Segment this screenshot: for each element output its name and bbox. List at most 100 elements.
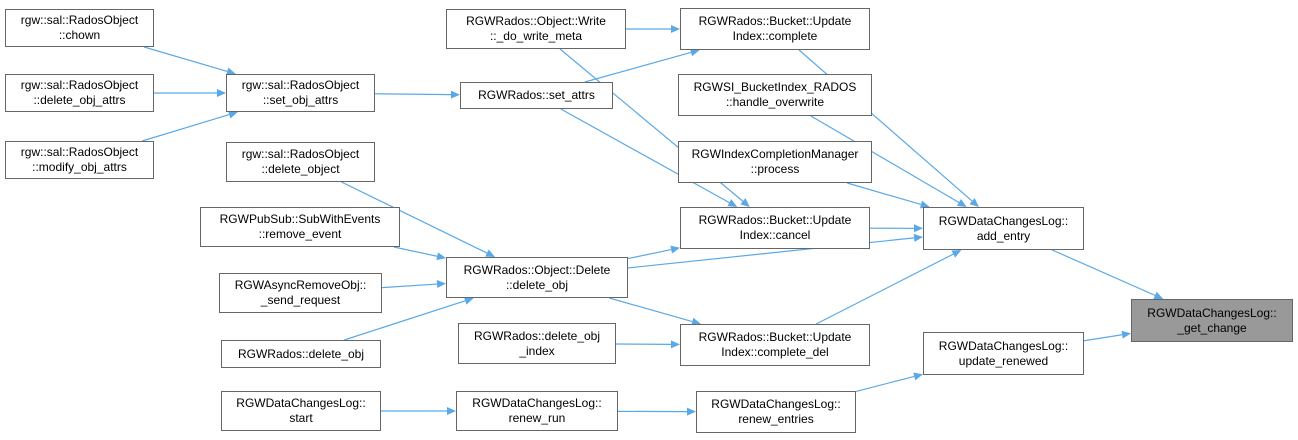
node-label-line: ::chown: [58, 28, 101, 42]
node-label-line: ::process: [750, 162, 800, 176]
node-datachangeslog-add-entry[interactable]: RGWDataChangesLog:: add_entry: [923, 207, 1084, 250]
node-label-line: rgw::sal::RadosObject: [241, 78, 360, 92]
node-label-line: RGWRados::Object::Delete: [463, 262, 611, 277]
node-object-write-do-write-meta[interactable]: RGWRados::Object::Write ::_do_write_meta: [446, 9, 626, 49]
edge-remove_event-to-obj_delete: [393, 246, 446, 261]
edge-arrowhead: [670, 245, 680, 254]
node-label-line: RGWDataChangesLog::: [938, 338, 1069, 353]
edge-line: [1051, 249, 1156, 296]
node-update-index-complete[interactable]: RGWRados::Bucket::Update Index::complete: [680, 8, 870, 50]
edge-add_entry-to-get_change: [1051, 249, 1164, 300]
node-label-line: RGWRados::Bucket::Update: [698, 213, 852, 227]
node-rados-object-delete-object[interactable]: rgw::sal::RadosObject ::delete_object: [226, 142, 375, 182]
edge-dcl_start-to-renew_run: [381, 407, 456, 415]
node-pubsub-remove-event[interactable]: RGWPubSub::SubWithEvents ::remove_event: [200, 207, 400, 247]
node-rados-object-chown[interactable]: rgw::sal::RadosObject ::chown: [5, 9, 154, 47]
node-datachangeslog-renew-entries[interactable]: RGWDataChangesLog:: renew_entries: [696, 391, 856, 433]
edge-line: [374, 93, 452, 96]
edge-arrowhead: [436, 252, 446, 261]
edge-obj_delete-to-ui_complete_del: [609, 297, 701, 326]
edge-arrowhead: [450, 90, 460, 99]
edge-line: [344, 300, 466, 341]
edge-arrowhead: [463, 296, 474, 305]
node-label-line: rgw::sal::RadosObject: [20, 13, 139, 27]
node-label-line: RGWDataChangesLog::: [711, 397, 841, 411]
node-label-line: add_entry: [976, 228, 1031, 243]
node-label-line: ::delete_obj_attrs: [33, 93, 126, 107]
edge-arrowhead: [740, 198, 750, 207]
node-rados-object-modify-obj-attrs[interactable]: rgw::sal::RadosObject ::modify_obj_attrs: [5, 141, 154, 179]
edge-line: [141, 114, 230, 142]
edge-do_write_meta-to-ui_cancel: [559, 48, 750, 207]
edge-set_attrs-to-ui_cancel: [560, 108, 738, 207]
edge-line: [609, 297, 693, 323]
node-update-index-cancel[interactable]: RGWRados::Bucket::Update Index::cancel: [680, 207, 870, 249]
node-label-line: RGWPubSub::SubWithEvents: [219, 212, 381, 226]
edge-line: [393, 246, 438, 257]
edge-arrowhead: [485, 249, 496, 257]
edge-arrowhead: [226, 67, 236, 76]
node-label-line: RGWDataChangesLog::: [472, 396, 602, 410]
edge-line: [381, 283, 438, 289]
node-async-remove-obj-send-request[interactable]: RGWAsyncRemoveObj:: _send_request: [219, 273, 382, 313]
node-update-index-complete-del[interactable]: RGWRados::Bucket::Update Index::complete…: [680, 324, 870, 366]
edge-renew_run-to-renew_entries: [617, 407, 696, 416]
edge-line: [341, 181, 488, 254]
edge-handle_overwrite-to-add_entry: [810, 115, 967, 207]
edge-arrowhead: [436, 280, 446, 289]
node-rados-object-delete-obj-attrs[interactable]: rgw::sal::RadosObject ::delete_obj_attrs: [5, 74, 154, 112]
node-datachangeslog-start[interactable]: RGWDataChangesLog:: start: [221, 391, 381, 431]
edge-line: [584, 51, 692, 83]
edge-arrowhead: [1121, 330, 1131, 339]
edge-ui_cancel-to-add_entry: [869, 224, 923, 233]
node-label-line: ::_do_write_meta: [489, 29, 583, 43]
node-rgwrados-set-attrs[interactable]: RGWRados::set_attrs: [460, 82, 613, 109]
edge-icm_process-to-add_entry: [846, 182, 930, 209]
edge-arrowhead: [951, 250, 962, 258]
edge-send_request-to-obj_delete: [381, 280, 446, 289]
node-label-line: ::set_obj_attrs: [262, 93, 339, 107]
edge-arrowhead: [1153, 291, 1164, 300]
edge-line: [627, 249, 672, 260]
edge-line: [560, 108, 730, 204]
edge-arrowhead: [913, 233, 923, 242]
node-label-line: RGWSI_BucketIndex_RADOS: [693, 80, 857, 94]
node-label-line: RGWDataChangesLog::: [938, 213, 1069, 228]
node-rgwrados-delete-obj[interactable]: RGWRados::delete_obj: [221, 340, 381, 368]
edge-line: [1083, 334, 1123, 342]
edge-line: [846, 182, 922, 206]
node-label-line: Index::cancel: [739, 228, 811, 242]
node-label-line: RGWDataChangesLog::: [236, 396, 366, 410]
edge-obj_delete-to-ui_cancel: [627, 245, 680, 260]
node-datachangeslog-update-renewed[interactable]: RGWDataChangesLog:: update_renewed: [923, 332, 1084, 375]
edge-arrowhead: [670, 340, 680, 349]
edge-line: [855, 375, 915, 393]
node-label-line: renew_run: [508, 411, 566, 425]
node-label-line: _send_request: [260, 293, 341, 307]
node-label-line: ::delete_obj: [505, 277, 569, 292]
edge-update_renewed-to-get_change: [1083, 330, 1131, 342]
node-label-line: _index: [519, 343, 555, 358]
edge-arrowhead: [228, 110, 238, 119]
node-label-line: RGWRados::Bucket::Update: [698, 330, 852, 344]
node-rados-object-set-obj-attrs[interactable]: rgw::sal::RadosObject ::set_obj_attrs: [226, 74, 375, 112]
edge-arrowhead: [727, 199, 738, 207]
edge-arrowhead: [913, 224, 923, 233]
edge-delete_obj_attrs-to-set_obj_attrs: [154, 89, 226, 97]
node-object-delete-delete-obj[interactable]: RGWRados::Object::Delete ::delete_obj: [446, 257, 628, 298]
edge-arrowhead: [686, 407, 696, 416]
node-datachangeslog-renew-run[interactable]: RGWDataChangesLog:: renew_run: [456, 391, 618, 431]
node-bucketindex-handle-overwrite[interactable]: RGWSI_BucketIndex_RADOS ::handle_overwri…: [678, 74, 872, 116]
node-label-line: Index::complete: [732, 29, 818, 43]
node-index-completion-manager-process[interactable]: RGWIndexCompletionManager ::process: [678, 141, 872, 183]
node-label-line: _get_change: [1177, 320, 1247, 335]
node-label-line: RGWDataChangesLog::: [1147, 305, 1277, 320]
edge-arrowhead: [969, 198, 979, 207]
node-rgwrados-delete-obj-index[interactable]: RGWRados::delete_obj _index: [458, 323, 616, 364]
node-label-line: ::modify_obj_attrs: [32, 160, 127, 174]
edge-line: [810, 115, 960, 203]
node-label-line: RGWRados::set_attrs: [478, 88, 595, 102]
node-label-line: ::remove_event: [258, 227, 342, 241]
